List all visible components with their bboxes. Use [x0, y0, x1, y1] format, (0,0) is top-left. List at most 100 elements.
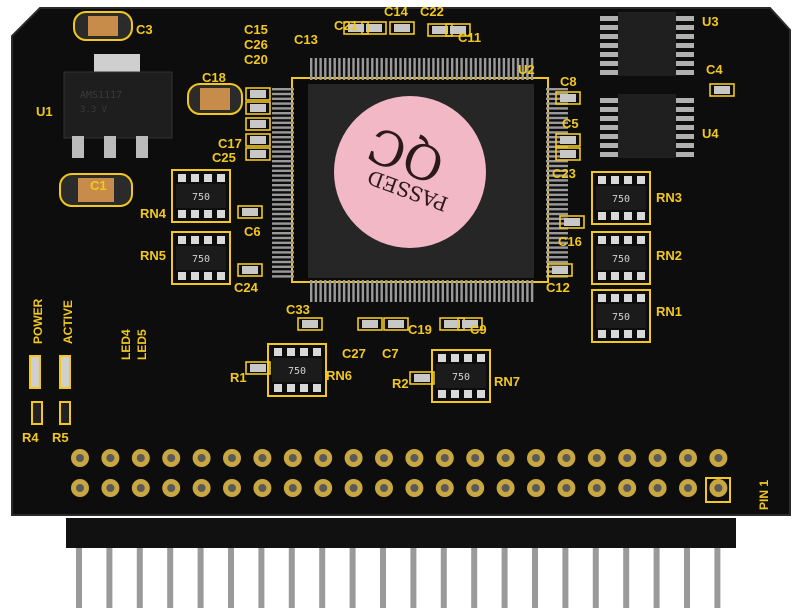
qfp-pin — [272, 236, 294, 240]
label-c7: C7 — [382, 346, 399, 361]
smd-part — [343, 21, 369, 35]
label-rn5: RN5 — [140, 248, 166, 263]
qfp-pin — [546, 145, 568, 148]
qfp-pin — [502, 58, 506, 80]
qfp-pin — [498, 58, 501, 80]
qfp-pin — [272, 155, 294, 158]
label-rn6: RN6 — [326, 368, 352, 383]
label-u2: U2 — [518, 62, 535, 77]
qfp-pin — [427, 280, 430, 302]
qfp-pin — [460, 58, 463, 80]
soic-pin — [676, 143, 694, 148]
label-r4: R4 — [22, 430, 39, 445]
soic-pin — [600, 61, 618, 66]
qfp-pin — [272, 241, 294, 244]
header-pin — [501, 540, 508, 608]
header-pin — [471, 540, 478, 608]
solder-pad-core — [501, 454, 510, 462]
solder-pad-core — [349, 484, 358, 492]
qfp-pin — [272, 184, 294, 187]
rn-marking: 750 — [452, 372, 470, 383]
header-pin — [288, 540, 295, 608]
solder-pad-core — [76, 454, 84, 462]
rn-marking: 750 — [612, 312, 630, 323]
qfp-pin — [526, 280, 529, 302]
soic-pin — [600, 34, 618, 39]
qfp-pin — [446, 58, 449, 80]
label-r1: R1 — [230, 370, 247, 385]
label-c12: C12 — [546, 280, 570, 295]
qfp-pin — [272, 198, 294, 201]
label-c6: C6 — [244, 224, 261, 239]
qfp-pin — [469, 58, 473, 80]
smd-part — [409, 371, 435, 385]
header-pin — [684, 540, 690, 608]
header-pin — [714, 540, 721, 608]
resistor-network: 750 — [431, 349, 491, 403]
label-rn2: RN2 — [656, 248, 682, 263]
label-rn4: RN4 — [140, 206, 167, 221]
qfp-pin — [272, 179, 294, 182]
qfp-pin — [272, 227, 294, 230]
rn-marking: 750 — [192, 254, 210, 265]
qfp-pin — [404, 280, 407, 302]
qfp-pin — [530, 280, 534, 302]
smd-part — [245, 147, 271, 161]
soic-pin — [676, 98, 694, 103]
pin-header-legs — [76, 540, 721, 608]
qfp-pin — [451, 280, 454, 302]
qfp-pin — [342, 58, 346, 80]
resistor-network: 750 — [591, 289, 651, 343]
qfp-pin — [546, 131, 568, 134]
qfp-pin — [352, 280, 355, 302]
soic-pin — [600, 134, 618, 139]
qfp-pin — [272, 126, 294, 129]
resistor-network: 750 — [171, 169, 231, 223]
solder-pad-core — [562, 454, 571, 462]
qfp-pin — [272, 150, 294, 153]
solder-pad-core — [410, 454, 419, 462]
solder-pad-core — [228, 484, 236, 492]
qfp-pin — [272, 102, 294, 105]
label-c17: C17 — [218, 136, 242, 151]
smd-part — [445, 23, 471, 37]
qfp-pin — [399, 58, 402, 80]
header-pin — [349, 540, 356, 608]
soic-pin — [676, 52, 694, 57]
soic-pin — [600, 98, 618, 103]
resistor-network: 750 — [591, 171, 651, 225]
resistor-network: 750 — [171, 231, 231, 285]
qfp-pin — [272, 256, 294, 259]
solder-pad-core — [714, 484, 723, 492]
solder-pad-core — [197, 484, 206, 492]
u1-regulator: AMS1117 3.3 V — [63, 54, 173, 158]
qfp-pin — [361, 58, 365, 80]
qfp-pin — [389, 280, 393, 302]
label-led5: LED5 — [135, 329, 149, 360]
qfp-pin — [546, 164, 568, 168]
qfp-pin — [272, 145, 294, 148]
rn-marking: 750 — [288, 366, 306, 377]
qfp-pin — [357, 280, 360, 302]
label-c20: C20 — [244, 52, 268, 67]
qfp-pin — [272, 112, 294, 115]
qfp-pin — [465, 58, 468, 80]
smd-part — [245, 87, 271, 101]
qfp-pin — [413, 58, 416, 80]
solder-pad-core — [167, 454, 176, 462]
qfp-pin — [272, 131, 294, 134]
qfp-pin — [546, 232, 568, 235]
qfp-pin — [526, 58, 529, 80]
qfp-pin — [272, 208, 294, 211]
qfp-pin — [272, 260, 294, 264]
qfp-pin — [394, 58, 397, 80]
qfp-pin — [272, 222, 294, 225]
qfp-pin — [507, 58, 510, 80]
qfp-pin — [272, 92, 294, 96]
status-leds — [29, 355, 71, 425]
solder-pad-core — [380, 484, 388, 492]
header-pin — [380, 540, 386, 608]
qfp-pin — [272, 270, 294, 273]
solder-pad-core — [684, 484, 692, 492]
